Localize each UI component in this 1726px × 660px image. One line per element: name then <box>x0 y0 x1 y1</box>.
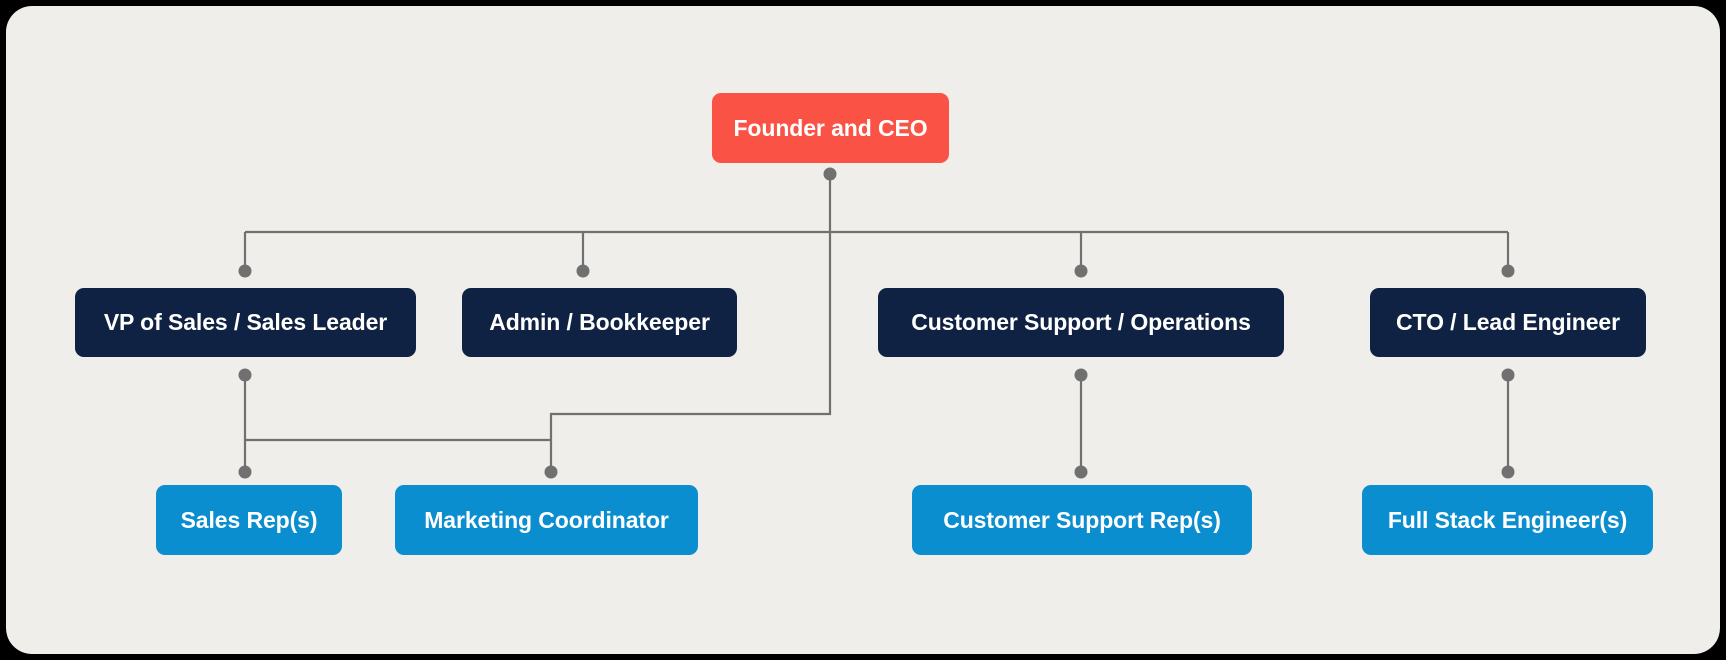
node-label: Marketing Coordinator <box>424 506 669 533</box>
node-label: Customer Support / Operations <box>911 309 1251 335</box>
dot-cto-top <box>1501 264 1515 278</box>
node-label: Customer Support Rep(s) <box>943 506 1221 533</box>
node-cto-lead-engineer[interactable]: CTO / Lead Engineer <box>1370 288 1646 357</box>
dot-engineer-top <box>1501 465 1515 479</box>
node-label: VP of Sales / Sales Leader <box>103 309 388 335</box>
dot-vp-sales-bottom <box>238 368 252 382</box>
dot-cto-bottom <box>1501 368 1515 382</box>
node-sales-reps[interactable]: Sales Rep(s) <box>156 485 342 555</box>
node-vp-of-sales[interactable]: VP of Sales / Sales Leader <box>75 288 416 357</box>
node-label: CTO / Lead Engineer <box>1396 309 1620 335</box>
dot-marketing-coordinator-top <box>544 465 558 479</box>
node-full-stack-engineers[interactable]: Full Stack Engineer(s) <box>1362 485 1653 555</box>
node-customer-support-operations[interactable]: Customer Support / Operations <box>878 288 1284 357</box>
node-marketing-coordinator[interactable]: Marketing Coordinator <box>395 485 698 555</box>
org-chart-card: Founder and CEO VP of Sales / Sales Lead… <box>6 6 1720 654</box>
dot-support-rep-top <box>1074 465 1088 479</box>
node-label: Sales Rep(s) <box>180 506 318 533</box>
node-admin-bookkeeper[interactable]: Admin / Bookkeeper <box>462 288 737 357</box>
dot-admin-top <box>576 264 590 278</box>
node-label: Full Stack Engineer(s) <box>1387 506 1628 533</box>
dot-support-ops-top <box>1074 264 1088 278</box>
dot-vp-sales-top <box>238 264 252 278</box>
node-customer-support-reps[interactable]: Customer Support Rep(s) <box>912 485 1252 555</box>
dot-support-ops-bottom <box>1074 368 1088 382</box>
node-label: Founder and CEO <box>733 114 928 141</box>
dot-sales-rep-top <box>238 465 252 479</box>
dot-ceo-bottom <box>823 167 837 181</box>
node-label: Admin / Bookkeeper <box>489 309 710 335</box>
connector-endpoint-dots <box>238 167 1515 479</box>
node-founder-and-ceo[interactable]: Founder and CEO <box>712 93 949 163</box>
